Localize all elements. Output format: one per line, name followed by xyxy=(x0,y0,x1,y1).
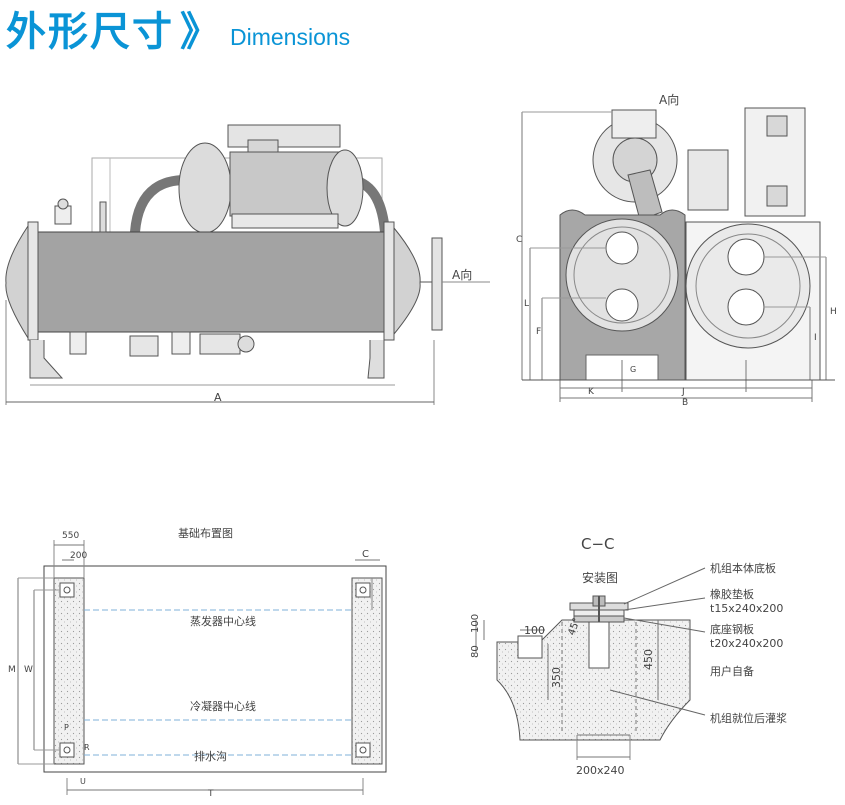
section-mark-c: C xyxy=(362,549,369,560)
left-water-box xyxy=(5,224,29,340)
concrete-foundation xyxy=(496,619,691,741)
condenser-head xyxy=(685,223,811,349)
dimension-l-label: L xyxy=(524,299,529,309)
dimension-450: 450 xyxy=(642,649,655,670)
steel-plate-size: t20x240x200 xyxy=(710,637,783,650)
dimension-m-label: M xyxy=(8,665,16,675)
dimension-i-label: I xyxy=(814,333,817,343)
dimension-100-left: 100 xyxy=(470,614,481,633)
left-foundation-pad xyxy=(53,577,85,765)
base-plate-label: 机组本体底板 xyxy=(710,561,776,575)
user-supplied-label: 用户自备 xyxy=(710,664,754,678)
dimension-g-label: G xyxy=(630,365,636,374)
foundation-outline xyxy=(43,565,387,773)
install-title: 安装图 xyxy=(582,570,618,585)
dimension-200-label: 200 xyxy=(70,551,87,561)
dimension-r-label: R xyxy=(84,743,90,752)
compressor-terminal-box xyxy=(227,124,341,148)
dimension-f-label: F xyxy=(536,327,541,337)
right-foundation-pad xyxy=(351,577,383,765)
dimension-w-label: W xyxy=(24,665,33,675)
dimension-t-label: T xyxy=(207,789,214,799)
chevron-right-icon: 》 xyxy=(180,9,220,55)
grout-label: 机组就位后灌浆 xyxy=(710,711,787,725)
front-view xyxy=(5,124,490,405)
title-chinese: 外形尺寸 xyxy=(6,9,174,55)
side-view-label: A向 xyxy=(659,92,679,107)
direction-label: A向 xyxy=(452,267,472,282)
dimension-base: 200x240 xyxy=(576,764,625,777)
side-view xyxy=(521,107,835,402)
rubber-pad-size: t15x240x200 xyxy=(710,602,783,615)
install-section xyxy=(475,567,706,760)
dimension-b-label: B xyxy=(682,398,688,408)
title-english: Dimensions xyxy=(230,24,351,50)
foundation-title: 基础布置图 xyxy=(178,527,233,540)
steel-plate-label: 底座钢板 xyxy=(710,622,754,636)
evaporator-centerline-label: 蒸发器中心线 xyxy=(190,614,256,628)
right-water-box xyxy=(393,226,421,336)
evaporator-head xyxy=(565,218,679,332)
dimension-h-label: H xyxy=(830,307,837,317)
left-support-leg xyxy=(29,340,64,379)
heat-exchanger-shell xyxy=(35,231,387,333)
compressor-motor xyxy=(229,151,341,217)
dimension-k-label: K xyxy=(588,387,595,397)
dimension-80: 80 xyxy=(470,645,481,658)
dimension-c-label: C xyxy=(516,235,522,245)
section-title: C−C xyxy=(581,535,615,553)
compressor-volute xyxy=(178,142,232,234)
foundation-layout xyxy=(17,540,387,795)
dimension-550-label: 550 xyxy=(62,531,79,541)
dimension-100-top: 100 xyxy=(524,624,545,637)
page-header: 外形尺寸 》 Dimensions xyxy=(6,6,350,54)
dimension-a-label: A xyxy=(214,391,222,404)
dimension-p-label: P xyxy=(64,723,69,732)
dimension-350: 350 xyxy=(550,667,563,688)
right-support-leg xyxy=(367,340,385,379)
drain-label: 排水沟 xyxy=(194,749,227,763)
dimension-j-label: J xyxy=(681,387,685,397)
dimension-u-label: U xyxy=(80,777,86,786)
flange xyxy=(431,237,443,331)
rubber-pad-label: 橡胶垫板 xyxy=(710,587,754,601)
condenser-centerline-label: 冷凝器中心线 xyxy=(190,699,256,713)
